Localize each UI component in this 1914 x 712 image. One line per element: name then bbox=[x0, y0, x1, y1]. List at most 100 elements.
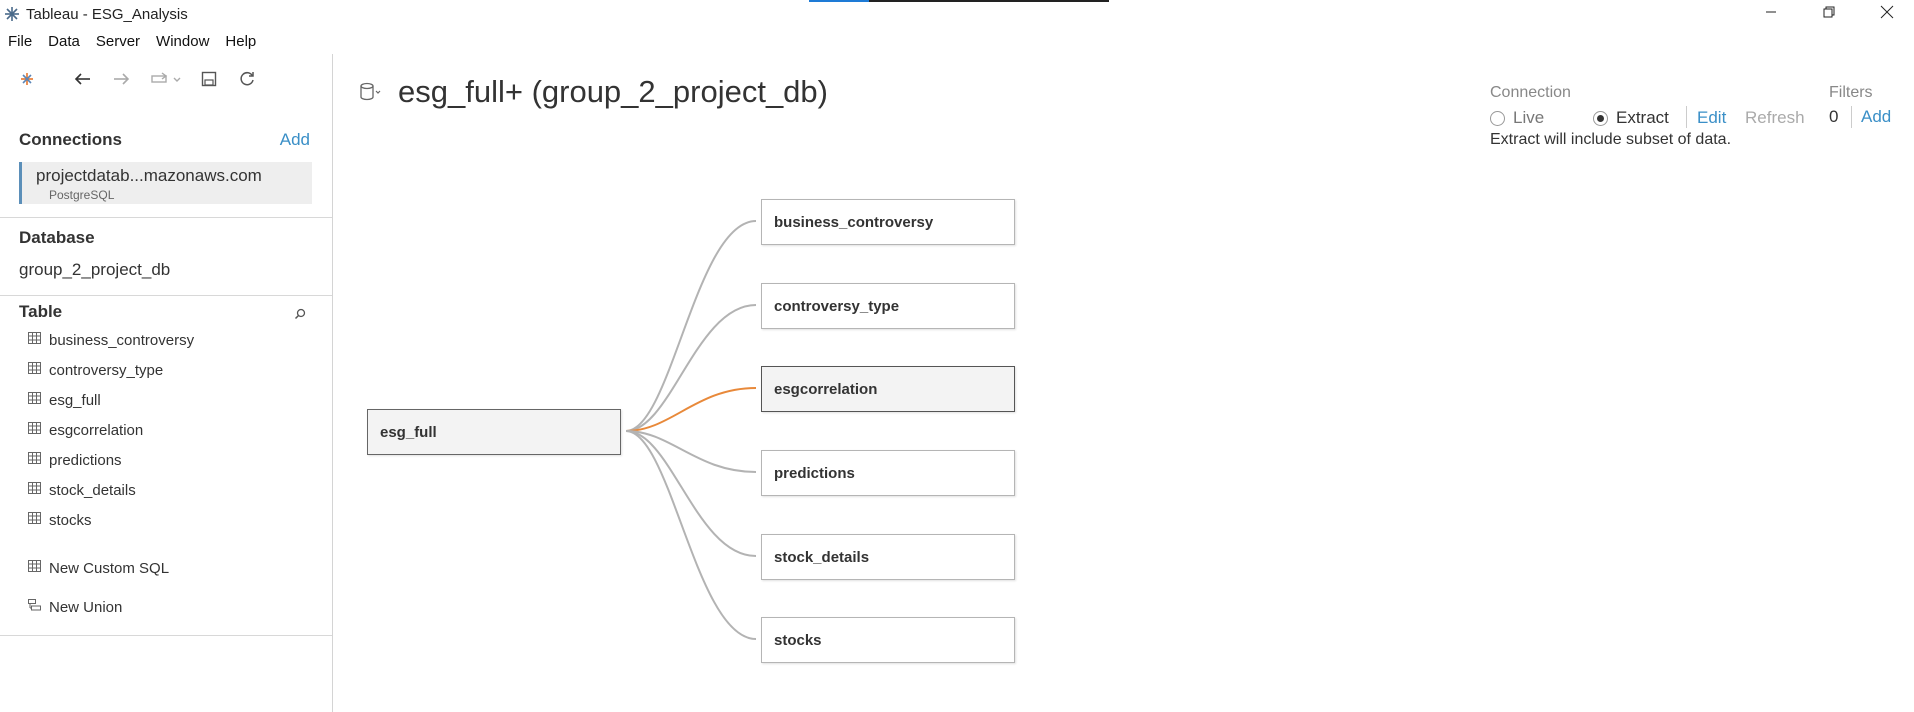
table-node-label: business_controversy bbox=[774, 213, 934, 231]
table-list: business_controversy controversy_type es… bbox=[28, 325, 194, 535]
database-heading: Database bbox=[19, 228, 95, 247]
minimize-icon bbox=[1765, 5, 1777, 23]
table-list-item[interactable]: predictions bbox=[28, 445, 194, 475]
relationship-link[interactable] bbox=[625, 430, 757, 473]
add-connection-link[interactable]: Add bbox=[279, 130, 310, 149]
database-cylinder-icon[interactable] bbox=[358, 82, 386, 109]
table-node[interactable]: stock_details bbox=[761, 534, 1015, 580]
table-grid-icon bbox=[28, 391, 41, 409]
table-list-item[interactable]: stock_details bbox=[28, 475, 194, 505]
tableau-logo-icon[interactable] bbox=[16, 68, 38, 90]
connections-heading: Connections bbox=[19, 130, 122, 149]
relationship-link[interactable] bbox=[625, 430, 757, 557]
close-button[interactable] bbox=[1858, 0, 1914, 28]
live-label: Live bbox=[1513, 108, 1545, 127]
root-table-node[interactable]: esg_full bbox=[367, 409, 621, 455]
separator bbox=[1686, 106, 1687, 128]
new-union-item[interactable]: New Union bbox=[28, 598, 122, 616]
connection-label: Connection bbox=[1490, 84, 1571, 101]
refresh-link[interactable]: Refresh bbox=[1745, 108, 1805, 127]
table-node[interactable]: business_controversy bbox=[761, 199, 1015, 245]
table-node-label: esg_full bbox=[380, 423, 437, 441]
relationship-link[interactable] bbox=[625, 430, 757, 640]
table-list-label: esgcorrelation bbox=[49, 421, 144, 439]
menu-data[interactable]: Data bbox=[48, 33, 80, 50]
table-node-label: stocks bbox=[774, 631, 822, 649]
radio-button-icon bbox=[1490, 110, 1505, 126]
relationship-link[interactable] bbox=[625, 304, 757, 432]
table-list-item[interactable]: business_controversy bbox=[28, 325, 194, 355]
refresh-icon[interactable] bbox=[236, 68, 258, 90]
table-list-item[interactable]: stocks bbox=[28, 505, 194, 535]
section-divider bbox=[0, 635, 332, 636]
table-node-label: controversy_type bbox=[774, 297, 900, 315]
section-divider bbox=[0, 295, 332, 296]
table-list-label: stocks bbox=[49, 511, 92, 529]
relationship-link[interactable] bbox=[625, 220, 757, 432]
separator bbox=[1851, 106, 1852, 128]
edit-link[interactable]: Edit bbox=[1697, 108, 1727, 127]
tableau-app-icon bbox=[4, 6, 20, 22]
menu-window[interactable]: Window bbox=[156, 33, 210, 50]
new-union-label: New Union bbox=[49, 598, 123, 616]
filters-count: 0 bbox=[1829, 107, 1839, 126]
table-list-label: business_controversy bbox=[49, 331, 195, 349]
data-source-title[interactable]: esg_full+ (group_2_project_db) bbox=[398, 74, 828, 109]
back-icon[interactable] bbox=[72, 68, 94, 90]
database-selector[interactable]: group_2_project_db bbox=[19, 260, 171, 279]
live-radio[interactable]: Live bbox=[1490, 108, 1544, 128]
minimize-button[interactable] bbox=[1742, 0, 1800, 28]
table-node[interactable]: predictions bbox=[761, 450, 1015, 496]
data-pane: Connections Add projectdatab...mazonaws.… bbox=[0, 54, 333, 712]
table-grid-icon bbox=[28, 451, 41, 469]
table-list-item[interactable]: esgcorrelation bbox=[28, 415, 194, 445]
table-list-label: predictions bbox=[49, 451, 122, 469]
filters-label: Filters bbox=[1829, 84, 1873, 101]
table-grid-icon bbox=[28, 511, 41, 529]
data-source-menu-icon[interactable] bbox=[148, 68, 186, 90]
table-grid-icon bbox=[28, 421, 41, 439]
table-list-item[interactable]: controversy_type bbox=[28, 355, 194, 385]
connection-panel: Connection bbox=[1490, 84, 1571, 102]
table-node[interactable]: stocks bbox=[761, 617, 1015, 663]
table-heading: Table bbox=[19, 302, 63, 321]
table-node-label: esgcorrelation bbox=[774, 380, 878, 398]
title-accent-bar-blue bbox=[809, 0, 869, 2]
forward-icon[interactable] bbox=[110, 68, 132, 90]
connection-name: projectdatab...mazonaws.com bbox=[36, 166, 262, 185]
table-node-label: predictions bbox=[774, 464, 855, 482]
table-node[interactable]: controversy_type bbox=[761, 283, 1015, 329]
table-list-label: stock_details bbox=[49, 481, 136, 499]
extract-note: Extract will include subset of data. bbox=[1490, 131, 1732, 148]
extract-radio[interactable]: Extract bbox=[1593, 108, 1669, 128]
new-custom-sql-item[interactable]: New Custom SQL bbox=[28, 559, 169, 577]
window-title: Tableau - ESG_Analysis bbox=[26, 6, 188, 23]
restore-button[interactable] bbox=[1800, 0, 1858, 28]
menu-help[interactable]: Help bbox=[225, 33, 257, 50]
table-list-label: controversy_type bbox=[49, 361, 164, 379]
table-list-label: esg_full bbox=[49, 391, 101, 409]
section-divider bbox=[0, 217, 332, 218]
radio-button-selected-icon bbox=[1593, 110, 1608, 126]
save-icon[interactable] bbox=[198, 68, 220, 90]
toolbar bbox=[0, 62, 332, 96]
menu-file[interactable]: File bbox=[8, 33, 33, 50]
table-grid-icon bbox=[28, 361, 41, 379]
add-filter-link[interactable]: Add bbox=[1861, 107, 1892, 126]
union-icon bbox=[28, 598, 41, 616]
new-custom-sql-label: New Custom SQL bbox=[49, 559, 170, 577]
title-bar: Tableau - ESG_Analysis bbox=[0, 0, 1914, 28]
table-list-item[interactable]: esg_full bbox=[28, 385, 194, 415]
extract-label: Extract bbox=[1616, 108, 1669, 127]
relationship-link[interactable] bbox=[625, 387, 757, 432]
connection-type: PostgreSQL bbox=[49, 188, 115, 202]
search-icon[interactable] bbox=[294, 307, 306, 325]
table-node-label: stock_details bbox=[774, 548, 870, 566]
table-node-selected[interactable]: esgcorrelation bbox=[761, 366, 1015, 412]
title-accent-bar bbox=[809, 0, 1109, 2]
menu-bar: File Data Server Window Help bbox=[0, 30, 264, 54]
restore-icon bbox=[1823, 5, 1835, 23]
menu-server[interactable]: Server bbox=[95, 33, 141, 50]
connection-item[interactable]: projectdatab...mazonaws.com PostgreSQL bbox=[19, 162, 312, 204]
